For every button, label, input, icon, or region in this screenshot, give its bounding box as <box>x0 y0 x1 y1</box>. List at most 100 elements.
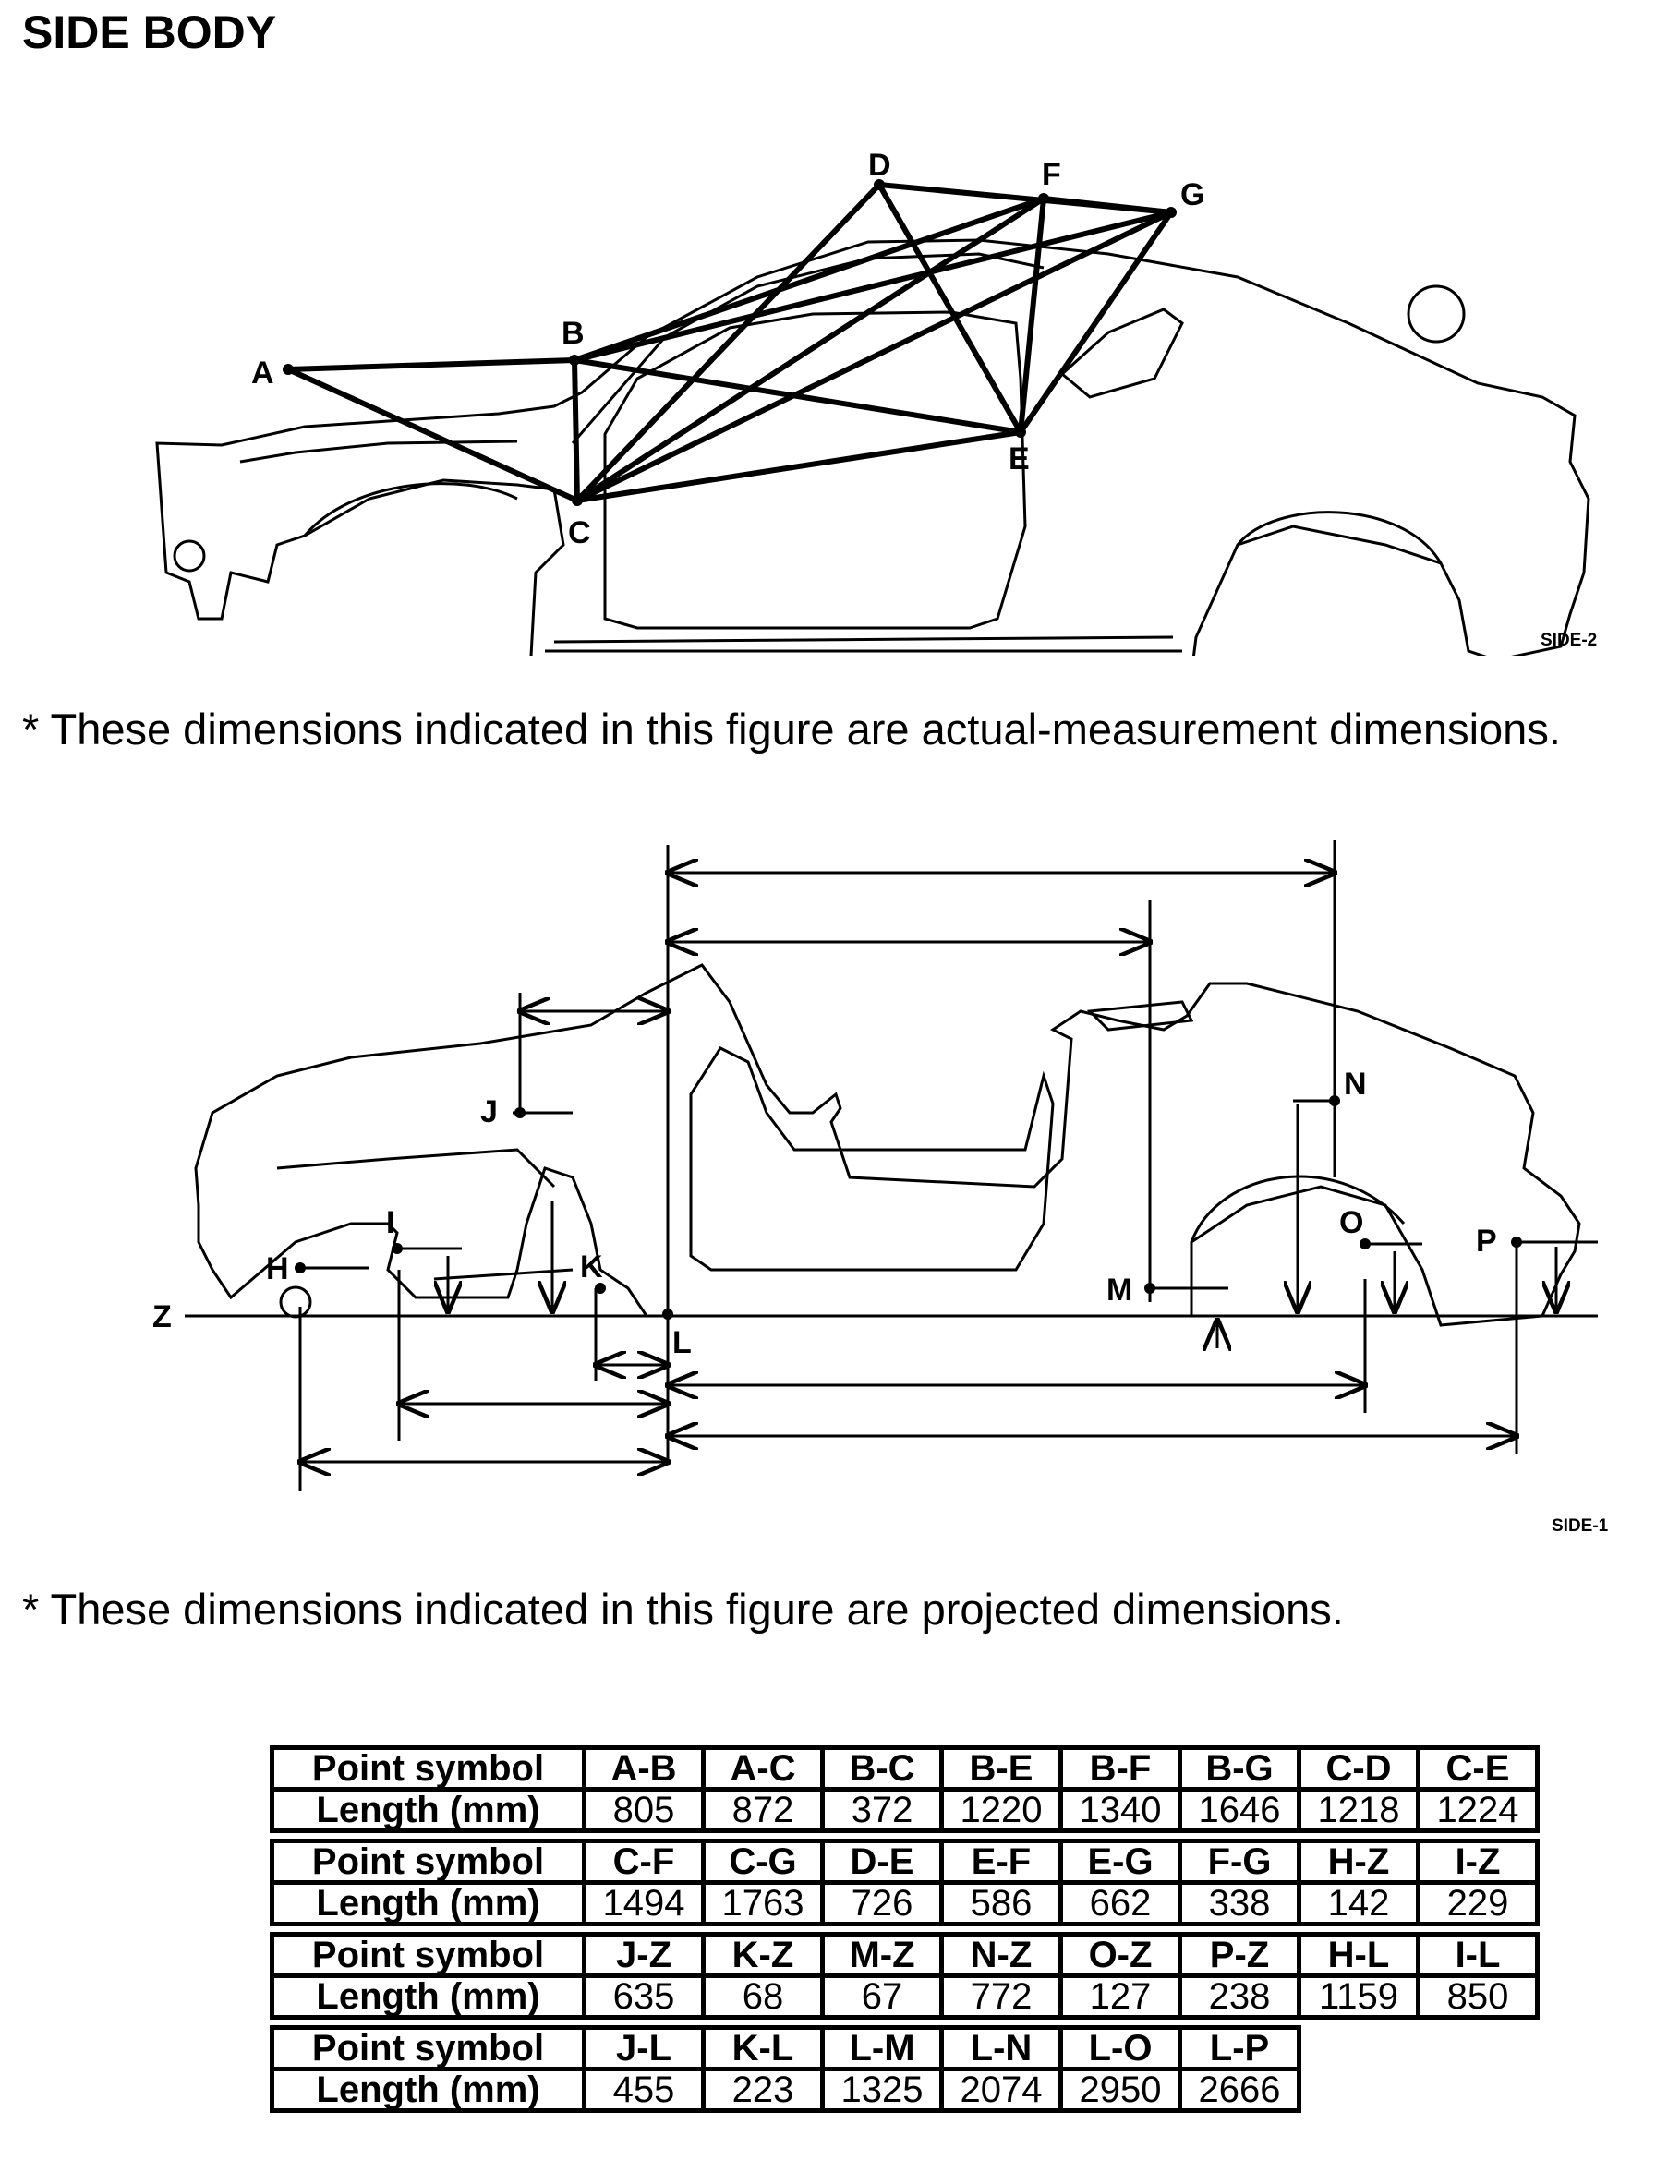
table-cell: 372 <box>820 1787 944 1833</box>
table-cell: 1646 <box>1178 1787 1301 1833</box>
table-row-symbols-1: Point symbol A-B A-C B-C B-E B-F B-G C-D… <box>270 1745 1540 1792</box>
point-label-K: K <box>580 1249 603 1285</box>
table-row-symbols-2: Point symbol C-F C-G D-E E-F E-G F-G H-Z… <box>270 1839 1540 1885</box>
quarter-window <box>1059 308 1184 399</box>
table-cell: 586 <box>939 1880 1063 1926</box>
table-cell: A-B <box>582 1745 706 1792</box>
table-cell: B-G <box>1178 1745 1301 1792</box>
table-cell: 223 <box>701 2067 825 2113</box>
note-projected: * These dimensions indicated in this fig… <box>22 1585 1344 1634</box>
point-label-O: O <box>1339 1205 1363 1240</box>
table-row-lengths-1: Length (mm) 805 872 372 1220 1340 1646 1… <box>270 1787 1540 1833</box>
row-label-length: Length (mm) <box>270 1973 586 2020</box>
side-body-projected-figure: H I J K L M N O P Z <box>0 836 1680 1519</box>
table-cell: N-Z <box>939 1932 1063 1978</box>
point-label-D: D <box>868 148 891 183</box>
side-body-measurement-figure: A B C D E F G <box>0 139 1680 656</box>
table-cell: 805 <box>582 1787 706 1833</box>
point-label-Z: Z <box>152 1299 172 1334</box>
table-cell: L-N <box>939 2025 1063 2071</box>
table-row-symbols-3: Point symbol J-Z K-Z M-Z N-Z O-Z P-Z H-L… <box>270 1932 1540 1978</box>
table-cell: 2950 <box>1058 2067 1182 2113</box>
table-cell: P-Z <box>1178 1932 1301 1978</box>
door-opening-2 <box>689 1046 1055 1272</box>
point-label-N: N <box>1344 1067 1367 1102</box>
row-label-length: Length (mm) <box>270 1787 586 1833</box>
row-label-length: Length (mm) <box>270 1880 586 1926</box>
table-cell: 850 <box>1416 1973 1540 2020</box>
figure-code-side-2: SIDE-2 <box>1541 631 1598 650</box>
line-E-F <box>1018 196 1046 435</box>
table-cell: 1224 <box>1416 1787 1540 1833</box>
table-cell: 872 <box>701 1787 825 1833</box>
table-cell: A-C <box>701 1745 825 1792</box>
side-body-outline <box>194 963 1581 1327</box>
side-body-diagram-2: H I J K L M N O P Z <box>152 840 1598 1491</box>
point-label-L: L <box>672 1325 692 1360</box>
table-cell: 2666 <box>1178 2067 1301 2113</box>
point-label-E: E <box>1009 441 1030 477</box>
rear-wheel-arch <box>1236 511 1443 564</box>
table-cell: 635 <box>582 1973 706 2020</box>
table-cell: 772 <box>939 1973 1063 2020</box>
line-D-E <box>876 182 1023 435</box>
line-B-F <box>572 196 1046 363</box>
table-cell: 1325 <box>820 2067 944 2113</box>
table-cell: 1220 <box>939 1787 1063 1833</box>
line-C-G <box>574 210 1174 503</box>
point-label-M: M <box>1106 1273 1132 1308</box>
table-cell: 1218 <box>1297 1787 1420 1833</box>
table-cell: B-E <box>939 1745 1063 1792</box>
page-title: SIDE BODY <box>22 6 277 58</box>
table-cell: B-C <box>820 1745 944 1792</box>
table-cell: C-G <box>701 1839 825 1885</box>
table-cell: C-D <box>1297 1745 1420 1792</box>
rocker-line-2 <box>553 635 1174 644</box>
dimension-table: Point symbol A-B A-C B-C B-E B-F B-G C-D… <box>270 1745 1540 2113</box>
rear-wheel-arch-2 <box>1190 1175 1406 1243</box>
point-label-F: F <box>1042 157 1061 192</box>
door-opening <box>603 310 1027 630</box>
table-cell: 338 <box>1178 1880 1301 1926</box>
point-label-H: H <box>266 1251 289 1286</box>
table-cell: 1763 <box>701 1880 825 1926</box>
line-A-B <box>285 357 577 372</box>
table-cell: 68 <box>701 1973 825 2020</box>
table-cell: O-Z <box>1058 1932 1182 1978</box>
point-label-C: C <box>568 515 591 550</box>
table-cell: 67 <box>820 1973 944 2020</box>
row-label-symbol: Point symbol <box>270 2025 586 2071</box>
row-label-symbol: Point symbol <box>270 1839 586 1885</box>
table-cell: 455 <box>582 2067 706 2113</box>
table-cell: H-Z <box>1297 1839 1420 1885</box>
table-cell: E-F <box>939 1839 1063 1885</box>
table-cell: I-L <box>1416 1932 1540 1978</box>
point-label-B: B <box>562 316 585 351</box>
table-cell: K-Z <box>701 1932 825 1978</box>
point-label-G: G <box>1180 177 1204 212</box>
table-cell: J-Z <box>582 1932 706 1978</box>
front-detail <box>276 1148 556 1189</box>
table-cell: D-E <box>820 1839 944 1885</box>
table-cell: H-L <box>1297 1932 1420 1978</box>
table-cell: C-E <box>1416 1745 1540 1792</box>
table-cell: 127 <box>1058 1973 1182 2020</box>
table-cell: E-G <box>1058 1839 1182 1885</box>
table-cell: 1159 <box>1297 1973 1420 2020</box>
table-row-lengths-2: Length (mm) 1494 1763 726 586 662 338 14… <box>270 1880 1540 1926</box>
front-wheel-housing <box>303 482 518 537</box>
table-cell: 1494 <box>582 1880 706 1926</box>
table-cell: 726 <box>820 1880 944 1926</box>
row-label-length: Length (mm) <box>270 2067 586 2113</box>
figure-code-side-1: SIDE-1 <box>1552 1516 1609 1536</box>
table-cell: 662 <box>1058 1880 1182 1926</box>
line-E-G <box>1018 210 1174 435</box>
table-row-lengths-3: Length (mm) 635 68 67 772 127 238 1159 8… <box>270 1973 1540 2020</box>
note-actual-measurement: * These dimensions indicated in this fig… <box>22 705 1561 754</box>
table-cell: J-L <box>582 2025 706 2071</box>
line-A-C <box>285 367 580 503</box>
line-C-F <box>574 196 1046 503</box>
line-C-D <box>574 182 882 503</box>
point-label-A: A <box>251 356 274 391</box>
row-label-symbol: Point symbol <box>270 1745 586 1792</box>
